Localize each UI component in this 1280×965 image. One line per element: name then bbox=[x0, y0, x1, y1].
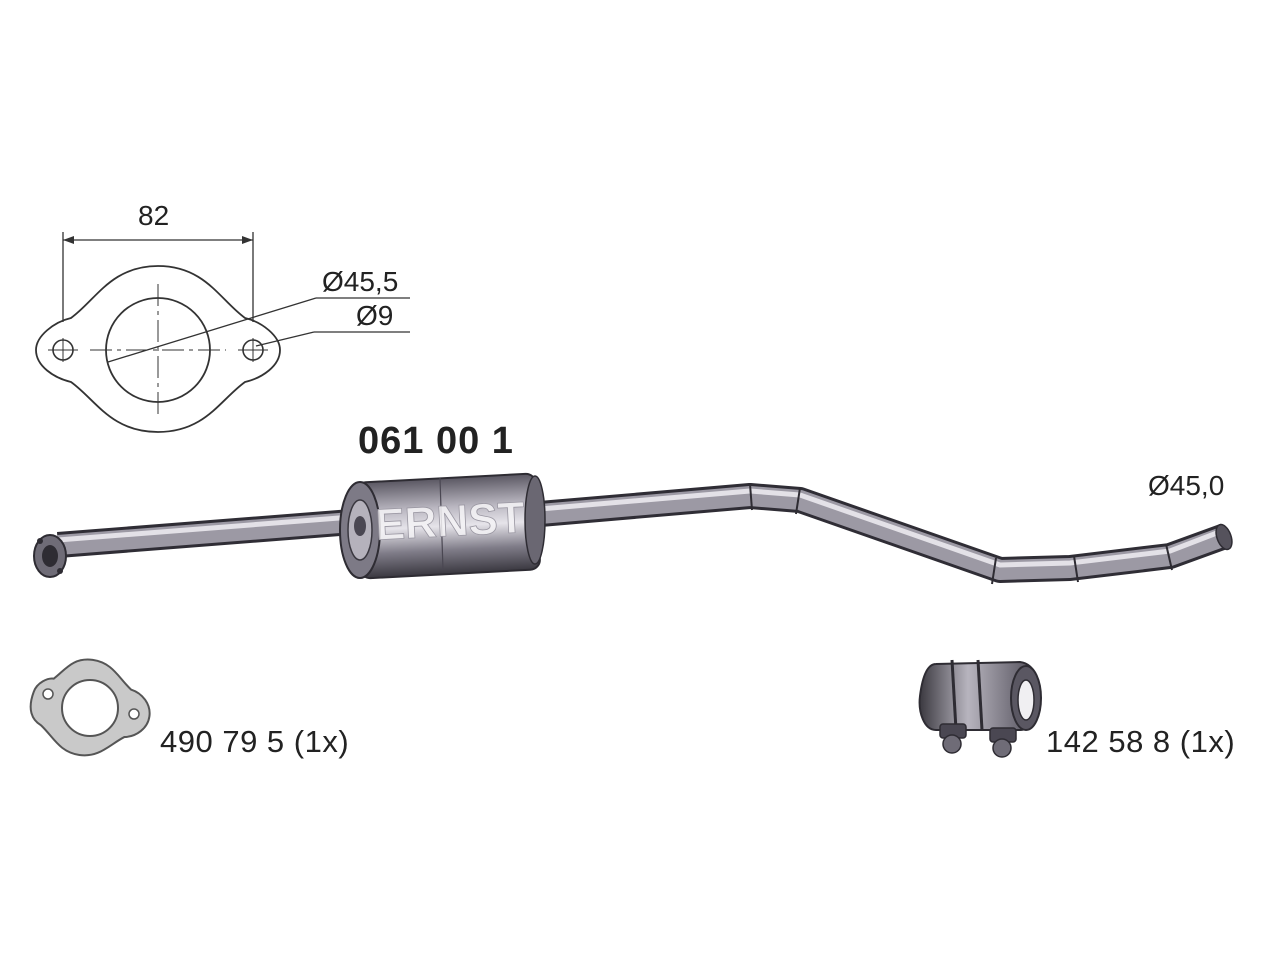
gasket-bolt-hole bbox=[42, 688, 54, 700]
pipe-joint bbox=[991, 557, 997, 585]
dimension-arrow-left bbox=[63, 236, 74, 244]
exhaust-pipe-assembly: ERNST bbox=[33, 472, 1233, 585]
muffler-seam bbox=[439, 477, 444, 571]
inlet-flange-bolt bbox=[37, 538, 43, 544]
flange-outline bbox=[35, 265, 281, 433]
flange-drawing bbox=[35, 232, 410, 433]
ernst-logo: ERNST bbox=[374, 493, 526, 550]
clamp-band bbox=[976, 659, 984, 731]
leader-bore bbox=[107, 297, 317, 363]
outlet-diameter-label: Ø45,0 bbox=[1148, 470, 1225, 501]
clamp-bore bbox=[1017, 679, 1035, 721]
dimension-label-bolt-spacing: 82 bbox=[138, 200, 170, 231]
clamp-band bbox=[950, 659, 958, 731]
muffler: ERNST bbox=[339, 472, 546, 580]
pipe-clamp-icon bbox=[918, 659, 1042, 758]
dimension-label-bore-diameter: Ø45,5 bbox=[322, 266, 399, 297]
clamp-nut bbox=[992, 738, 1012, 758]
muffler-rear-cap bbox=[524, 475, 546, 565]
inlet-flange-bore bbox=[42, 545, 58, 567]
dimension-arrow-right bbox=[242, 236, 253, 244]
gasket-bore bbox=[61, 679, 119, 737]
inlet-pipe-highlight bbox=[57, 514, 353, 543]
muffler-inlet bbox=[354, 516, 366, 536]
gasket-bolt-hole bbox=[128, 708, 140, 720]
inlet-flange-bolt bbox=[57, 568, 63, 574]
leader-bolt-hole bbox=[255, 331, 315, 347]
pipe-joint bbox=[1165, 543, 1173, 571]
pipe-joint bbox=[749, 483, 753, 511]
clamp-part-label: 142 58 8 (1x) bbox=[1046, 724, 1236, 759]
part-number-title: 061 00 1 bbox=[358, 420, 514, 462]
pipe-joint bbox=[795, 487, 801, 515]
inlet-pipe bbox=[57, 512, 353, 555]
clamp-nut bbox=[942, 734, 962, 754]
dimension-label-bolt-hole-diameter: Ø9 bbox=[356, 300, 394, 331]
pipe-joint bbox=[1073, 555, 1079, 583]
gasket-icon bbox=[29, 658, 151, 757]
outlet-end bbox=[1215, 523, 1233, 551]
gasket-part-label: 490 79 5 (1x) bbox=[160, 724, 350, 759]
